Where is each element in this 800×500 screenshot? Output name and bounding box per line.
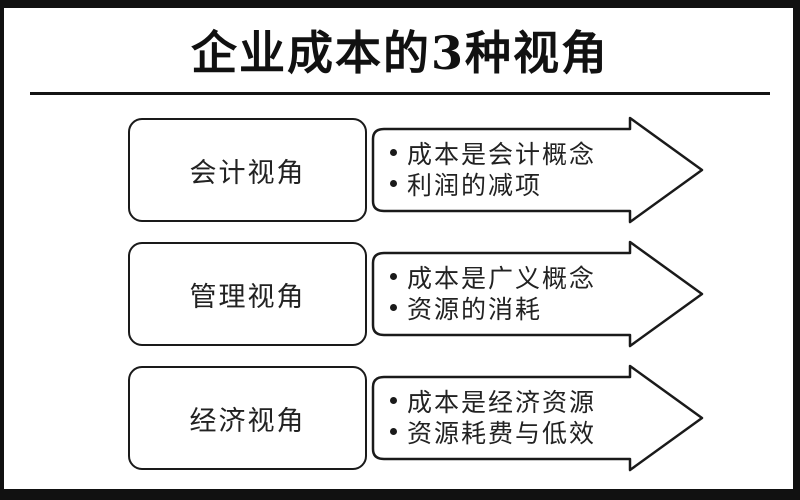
list-item: 成本是经济资源 (390, 385, 640, 417)
page-title: 企业成本的3种视角 (190, 26, 609, 80)
block-arrow-right-icon (371, 240, 704, 348)
block-arrow-right-icon (371, 116, 704, 224)
bullet-text: 利润的减项 (407, 170, 543, 200)
list-item: 资源的消耗 (390, 292, 640, 324)
list-item: 成本是广义概念 (390, 261, 640, 293)
bullet-text: 成本是经济资源 (407, 387, 597, 417)
perspective-box: 经济视角 (128, 366, 367, 470)
bullet-dot-icon (390, 273, 397, 280)
frame-right-bar (793, 0, 800, 500)
frame-top-bar (0, 0, 800, 8)
bullet-text: 资源耗费与低效 (407, 418, 597, 448)
bullet-text: 资源的消耗 (407, 294, 543, 324)
list-item: 成本是会计概念 (390, 137, 640, 169)
perspective-box: 会计视角 (128, 118, 367, 222)
bullet-dot-icon (390, 149, 397, 156)
perspective-box: 管理视角 (128, 242, 367, 346)
frame-left-bar (0, 0, 4, 500)
perspective-label: 经济视角 (189, 405, 306, 437)
bullet-text: 成本是广义概念 (407, 263, 597, 293)
frame-bottom-bar (0, 489, 800, 500)
diagram-row-management: 管理视角 成本是广义概念 资源的消耗 (0, 238, 800, 350)
bullet-list: 成本是经济资源 资源耗费与低效 (390, 385, 640, 448)
bullet-list: 成本是会计概念 利润的减项 (390, 137, 640, 200)
diagram-row-economic: 经济视角 成本是经济资源 资源耗费与低效 (0, 362, 800, 474)
bullet-dot-icon (390, 428, 397, 435)
list-item: 资源耗费与低效 (390, 416, 640, 448)
title-underline (30, 92, 770, 95)
bullet-dot-icon (390, 304, 397, 311)
bullet-dot-icon (390, 397, 397, 404)
bullet-dot-icon (390, 180, 397, 187)
perspective-label: 会计视角 (189, 157, 306, 189)
block-arrow-right-icon (371, 364, 704, 472)
bullet-text: 成本是会计概念 (407, 139, 597, 169)
bullet-list: 成本是广义概念 资源的消耗 (390, 261, 640, 324)
diagram-row-accounting: 会计视角 成本是会计概念 利润的减项 (0, 114, 800, 226)
perspective-label: 管理视角 (189, 281, 306, 313)
list-item: 利润的减项 (390, 168, 640, 200)
